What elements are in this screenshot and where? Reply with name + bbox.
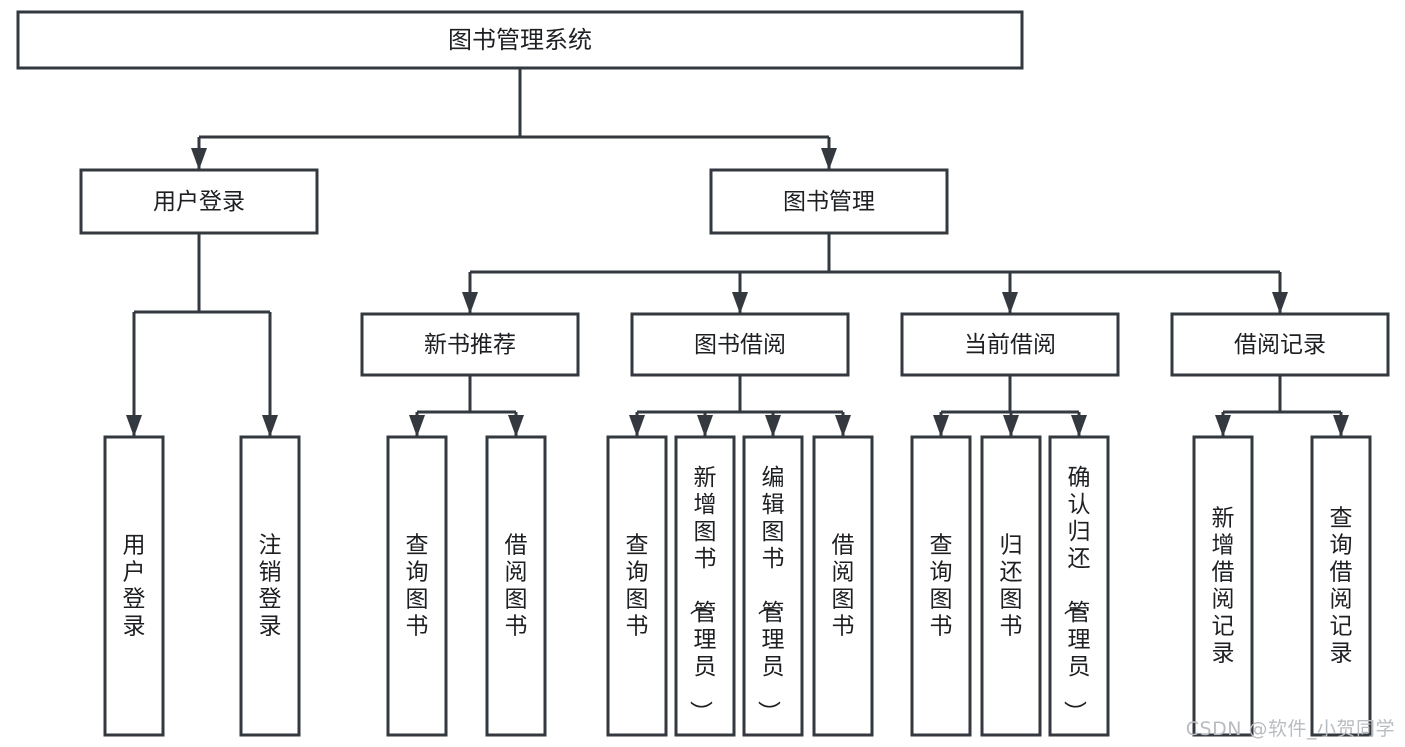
node-query-borrow-record[interactable]: 查询借阅记录	[1310, 435, 1372, 737]
node-label: 查询图书	[930, 532, 953, 639]
node-label: 注销登录	[259, 532, 282, 639]
node-add-book-admin[interactable]: 新增图书（管理员）	[674, 435, 736, 737]
node-box	[606, 435, 668, 737]
arrow-head-icon	[629, 415, 645, 437]
arrow-head-icon	[765, 415, 781, 437]
arrow-head-icon	[409, 415, 425, 437]
node-box	[239, 435, 301, 737]
node-user-logout[interactable]: 注销登录	[239, 435, 301, 737]
node-box	[485, 435, 547, 737]
node-label: 查询图书	[626, 532, 649, 639]
node-label: 图书管理系统	[448, 26, 592, 54]
arrow-head-icon	[126, 415, 142, 437]
arrow-head-icon	[191, 148, 207, 170]
arrow-head-icon	[697, 415, 713, 437]
arrow-head-icon	[1215, 415, 1231, 437]
node-box	[1310, 435, 1372, 737]
node-box	[742, 435, 804, 737]
node-box	[709, 168, 949, 235]
node-label: 编辑图书（管理员）	[756, 465, 785, 724]
node-label: 用户登录	[123, 532, 146, 639]
arrow-head-icon	[1003, 415, 1019, 437]
arrow-head-icon	[1002, 292, 1018, 314]
node-label: 借阅记录	[1234, 332, 1326, 358]
node-label: 新书推荐	[424, 332, 516, 358]
node-label: 借阅图书	[832, 532, 855, 639]
node-query-book-1[interactable]: 查询图书	[386, 435, 448, 737]
arrow-head-icon	[262, 415, 278, 437]
node-book-borrow[interactable]: 图书借阅	[630, 312, 850, 377]
arrow-head-icon	[1333, 415, 1349, 437]
node-box	[980, 435, 1042, 737]
node-label: 图书管理	[783, 189, 875, 215]
node-borrow-book-2[interactable]: 借阅图书	[812, 435, 874, 737]
arrow-head-icon	[462, 292, 478, 314]
node-box	[1048, 435, 1110, 737]
node-label: 当前借阅	[964, 332, 1056, 358]
node-box	[910, 435, 972, 737]
node-query-book-2[interactable]: 查询图书	[606, 435, 668, 737]
node-box	[1170, 312, 1390, 377]
node-label: 用户登录	[153, 189, 245, 215]
node-label: 归还图书	[1000, 532, 1023, 639]
node-box	[360, 312, 580, 377]
node-box	[386, 435, 448, 737]
node-undefined[interactable]: 图书管理系统	[16, 10, 1024, 70]
node-label: 图书借阅	[694, 332, 786, 358]
node-current-borrow[interactable]: 当前借阅	[900, 312, 1120, 377]
node-box	[900, 312, 1120, 377]
arrow-head-icon	[1272, 292, 1288, 314]
arrow-head-icon	[821, 148, 837, 170]
node-box	[812, 435, 874, 737]
node-borrow-book-1[interactable]: 借阅图书	[485, 435, 547, 737]
node-box	[630, 312, 850, 377]
node-confirm-return-admin[interactable]: 确认归还（管理员）	[1048, 435, 1110, 737]
node-label: 借阅图书	[505, 532, 528, 639]
node-box	[1192, 435, 1254, 737]
node-query-book-3[interactable]: 查询图书	[910, 435, 972, 737]
arrow-head-icon	[933, 415, 949, 437]
arrow-head-icon	[508, 415, 524, 437]
node-return-book[interactable]: 归还图书	[980, 435, 1042, 737]
node-book-manage[interactable]: 图书管理	[709, 168, 949, 235]
node-label: 新增借阅记录	[1212, 505, 1235, 666]
node-add-borrow-record[interactable]: 新增借阅记录	[1192, 435, 1254, 737]
node-label: 查询图书	[406, 532, 429, 639]
node-box	[103, 435, 165, 737]
node-user-login[interactable]: 用户登录	[79, 168, 319, 235]
arrow-head-icon	[835, 415, 851, 437]
node-borrow-record[interactable]: 借阅记录	[1170, 312, 1390, 377]
node-label: 新增图书（管理员）	[688, 465, 717, 724]
arrow-head-icon	[1071, 415, 1087, 437]
arrow-head-icon	[732, 292, 748, 314]
node-box	[16, 10, 1024, 70]
node-edit-book-admin[interactable]: 编辑图书（管理员）	[742, 435, 804, 737]
node-new-book-recommend[interactable]: 新书推荐	[360, 312, 580, 377]
node-box	[674, 435, 736, 737]
node-label: 查询借阅记录	[1330, 505, 1353, 666]
node-user-login-do[interactable]: 用户登录	[103, 435, 165, 737]
node-label: 确认归还（管理员）	[1062, 465, 1091, 724]
